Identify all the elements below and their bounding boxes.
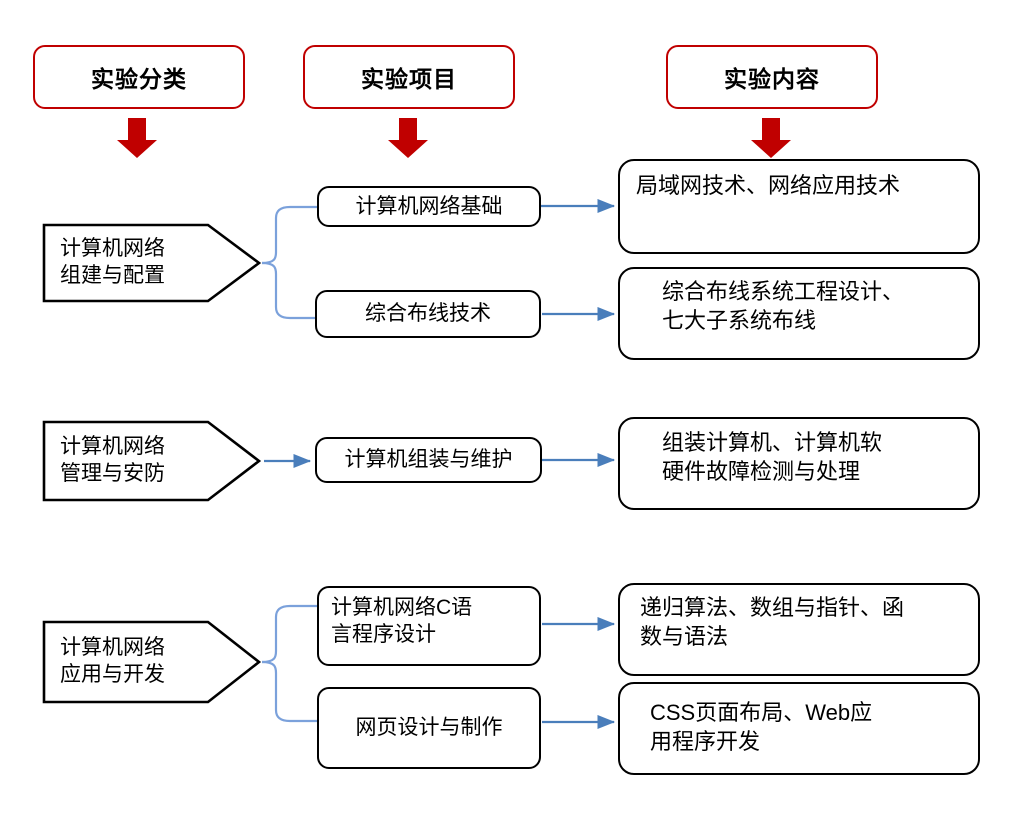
content-label-1a-line1: 局域网技术、网络应用技术: [636, 173, 901, 198]
content-label-1b-line2: 七大子系统布线: [662, 308, 817, 334]
content-label-3b-line1: CSS页面布局、Web应: [650, 700, 873, 725]
item-label-1b: 综合布线技术: [365, 302, 491, 326]
content-label-3a: 递归算法、数组与指针、函 数与语法: [640, 593, 904, 651]
item-label-2a: 计算机组装与维护: [344, 448, 513, 472]
category-label-1-line1: 计算机网络: [60, 237, 165, 261]
header-box-category: 实验分类: [33, 45, 245, 109]
category-label-3: 计算机网络 应用与开发: [60, 622, 210, 702]
category-label-1: 计算机网络 组建与配置: [60, 225, 210, 301]
content-box-2a: 组装计算机、计算机软 硬件故障检测与处理: [618, 417, 980, 510]
content-box-1b: 综合布线系统工程设计、 七大子系统布线: [618, 267, 980, 360]
item-label-3a-line1: 计算机网络C语: [331, 596, 473, 619]
category-label-1-line2: 组建与配置: [60, 264, 165, 287]
content-box-1a: 局域网技术、网络应用技术: [618, 159, 980, 254]
content-label-2a-line1: 组装计算机、计算机软: [662, 430, 883, 455]
category-box-2: 计算机网络 管理与安防: [44, 422, 259, 500]
category-label-2-line1: 计算机网络: [60, 435, 165, 459]
content-label-2a: 组装计算机、计算机软 硬件故障检测与处理: [662, 428, 882, 486]
header-box-content: 实验内容: [666, 45, 878, 109]
header-label-item: 实验项目: [361, 66, 457, 92]
brace-connector-1b: [261, 261, 317, 320]
item-label-3a-line2: 言程序设计: [331, 623, 436, 647]
brace-connector-3b: [261, 660, 317, 723]
content-box-3b: CSS页面布局、Web应 用程序开发: [618, 682, 980, 775]
header-label-category: 实验分类: [91, 66, 187, 92]
header-box-item: 实验项目: [303, 45, 515, 109]
header-down-arrow-2: [388, 118, 428, 158]
header-down-arrow-3: [751, 118, 791, 158]
content-box-3a: 递归算法、数组与指针、函 数与语法: [618, 583, 980, 676]
item-box-3b: 网页设计与制作: [317, 687, 541, 769]
category-label-3-line2: 应用与开发: [60, 663, 165, 686]
category-box-3: 计算机网络 应用与开发: [44, 622, 259, 702]
item-box-2a: 计算机组装与维护: [315, 437, 542, 483]
brace-connector-3: [261, 604, 317, 664]
category-label-2-line2: 管理与安防: [60, 462, 165, 485]
item-label-3a: 计算机网络C语 言程序设计: [325, 594, 533, 649]
item-box-3a: 计算机网络C语 言程序设计: [317, 586, 541, 666]
category-box-1: 计算机网络 组建与配置: [44, 225, 259, 301]
item-label-3b: 网页设计与制作: [355, 716, 503, 740]
content-label-3a-line1: 递归算法、数组与指针、函: [640, 595, 905, 620]
content-label-1b: 综合布线系统工程设计、 七大子系统布线: [662, 277, 904, 335]
brace-connector-1: [261, 205, 317, 265]
content-label-1b-line1: 综合布线系统工程设计、: [662, 279, 905, 304]
content-label-2a-line2: 硬件故障检测与处理: [662, 459, 861, 485]
content-label-3b: CSS页面布局、Web应 用程序开发: [650, 698, 872, 756]
item-box-1a: 计算机网络基础: [317, 186, 541, 227]
category-label-3-line1: 计算机网络: [60, 636, 165, 660]
content-label-1a: 局域网技术、网络应用技术: [636, 171, 900, 200]
content-label-3a-line2: 数与语法: [640, 624, 729, 650]
header-label-content: 实验内容: [724, 66, 820, 92]
content-label-3b-line2: 用程序开发: [650, 729, 761, 755]
item-box-1b: 综合布线技术: [315, 290, 541, 338]
item-label-1a: 计算机网络基础: [355, 194, 503, 218]
category-label-2: 计算机网络 管理与安防: [60, 422, 210, 500]
header-down-arrow-1: [117, 118, 157, 158]
